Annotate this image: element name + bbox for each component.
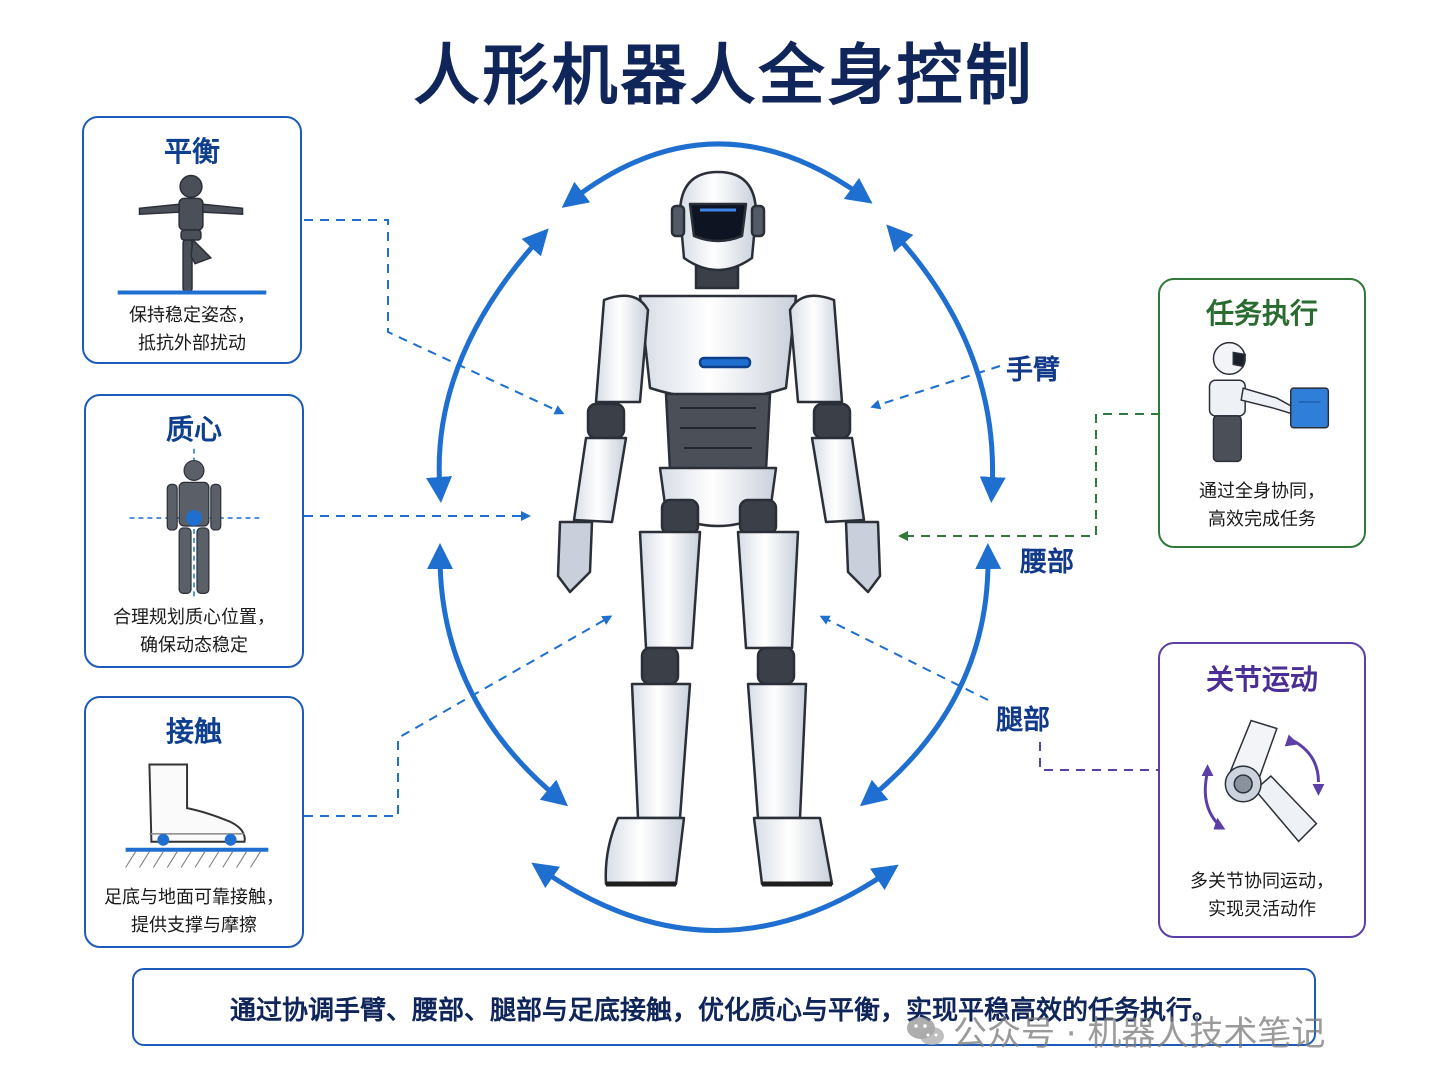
card-task-desc-1: 通过全身协同， [1160, 478, 1364, 506]
watermark: 公众号 · 机器人技术笔记 [905, 1006, 1325, 1055]
card-com-title: 质心 [86, 408, 302, 448]
card-balance-title: 平衡 [84, 130, 300, 170]
center-of-mass-figure-icon [86, 448, 302, 600]
card-contact-desc-2: 提供支撑与摩擦 [86, 912, 302, 940]
card-balance-desc-2: 抵抗外部扰动 [84, 330, 300, 358]
humanoid-robot [558, 172, 880, 884]
card-contact-desc-1: 足底与地面可靠接触， [86, 884, 302, 912]
card-balance: 平衡 保持稳定姿态， 抵抗外部扰动 [82, 116, 302, 364]
card-com: 质心 合理规划质心位置， 确保动态稳定 [84, 394, 304, 668]
connector-waist [903, 414, 1160, 536]
connector-joint [1040, 742, 1160, 770]
arc-bottom [542, 870, 888, 931]
arc-upper-right [895, 234, 993, 490]
card-joint-desc-2: 实现灵活动作 [1160, 896, 1364, 924]
arc-lower-right [870, 556, 988, 798]
card-task-desc-2: 高效完成任务 [1160, 506, 1364, 534]
arc-upper-left [439, 238, 540, 490]
card-task: 任务执行 通过全身协同， 高效完成任务 [1158, 278, 1366, 548]
card-com-desc-1: 合理规划质心位置， [86, 604, 302, 632]
watermark-text: 公众号 · 机器人技术笔记 [953, 1006, 1325, 1055]
label-arm: 手臂 [1006, 348, 1060, 387]
card-contact-title: 接触 [86, 710, 302, 750]
card-task-title: 任务执行 [1160, 292, 1364, 332]
connector-balance [304, 220, 560, 412]
label-leg: 腿部 [996, 698, 1050, 737]
joint-rotation-icon [1160, 706, 1364, 856]
foot-contact-icon [86, 758, 302, 878]
card-joint-desc-1: 多关节协同运动， [1160, 868, 1364, 896]
arc-lower-left [440, 556, 558, 798]
connector-contact [304, 618, 608, 816]
label-waist: 腰部 [1020, 540, 1074, 579]
card-joint-title: 关节运动 [1160, 658, 1364, 698]
wechat-icon [905, 1014, 945, 1048]
connector-leg [824, 618, 988, 700]
card-balance-desc-1: 保持稳定姿态， [84, 302, 300, 330]
card-joint: 关节运动 多关节协同运动， 实现灵活动作 [1158, 642, 1366, 938]
card-com-desc-2: 确保动态稳定 [86, 632, 302, 660]
card-contact: 接触 足底与地面可靠接触， 提供支撑与摩擦 [84, 696, 304, 948]
robot-carry-box-icon [1160, 336, 1364, 472]
balance-figure-icon [84, 170, 300, 300]
